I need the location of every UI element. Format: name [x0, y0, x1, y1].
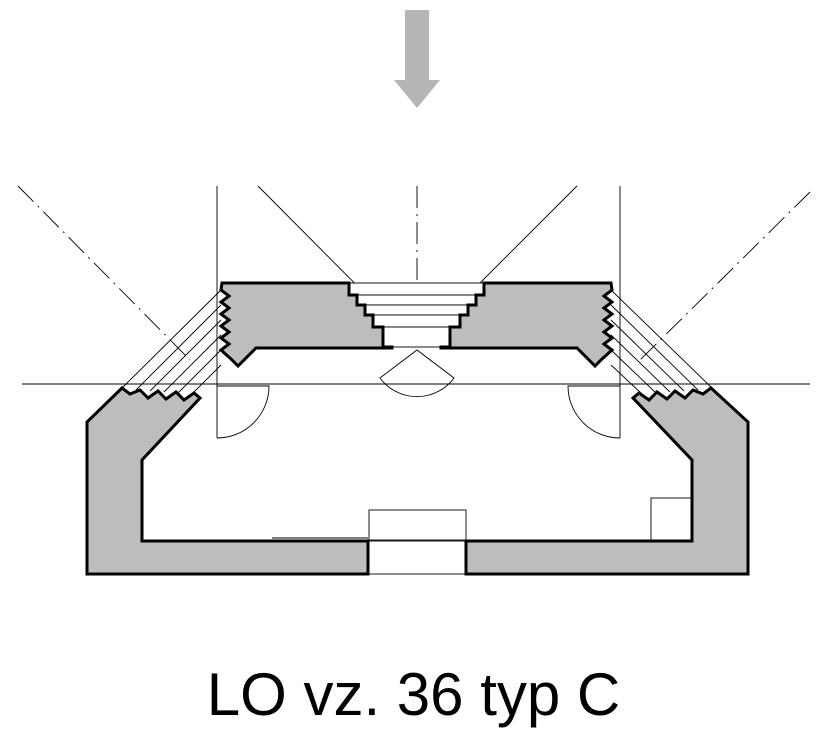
side-wall-right: [464, 386, 750, 576]
bunker-floor-plan: [17, 10, 811, 576]
side-wall-left: [85, 386, 370, 576]
entrance-opening: [368, 540, 467, 575]
front-wall-right: [439, 281, 615, 369]
embrasure-lines-right: [610, 289, 713, 395]
embrasure-lines-left: [121, 289, 222, 395]
front-wall-left: [218, 281, 394, 369]
diagram-title: LO vz. 36 typ C: [206, 661, 621, 728]
down-arrow-icon: [394, 10, 440, 108]
entrance-threshold: [368, 509, 467, 541]
central-embrasure-steps: [348, 282, 485, 348]
room-fixture: [650, 497, 693, 542]
construction-lines: [17, 185, 811, 438]
door-swings: [216, 349, 621, 439]
